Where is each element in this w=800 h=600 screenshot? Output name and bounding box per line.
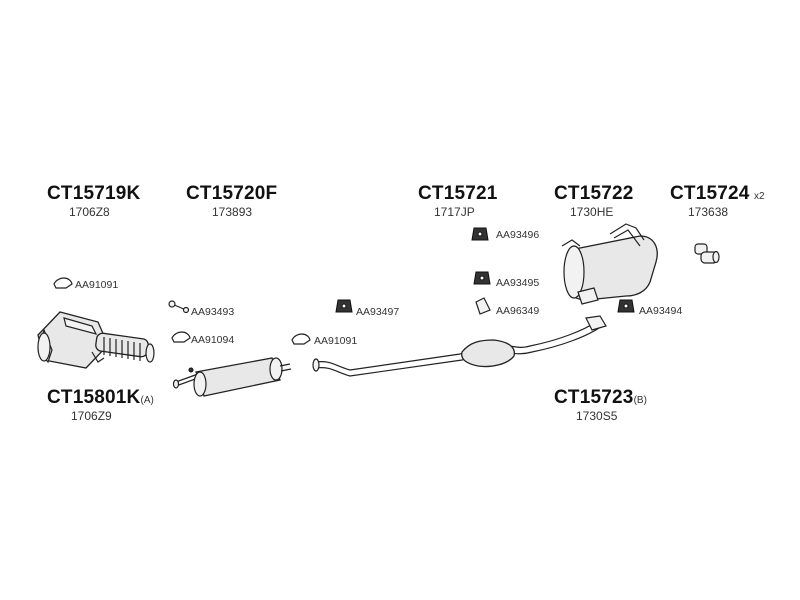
part-ref: 1730S5 xyxy=(576,409,618,423)
hanger-aa93495-drawing[interactable] xyxy=(473,271,491,285)
part-label-ct15721: CT15721 1717JP xyxy=(418,183,498,219)
accessory-label: AA93497 xyxy=(356,306,400,318)
accessory-label: AA91091 xyxy=(314,335,358,347)
part-ref: 1730HE xyxy=(570,205,614,219)
part-ref: 1717JP xyxy=(434,205,475,219)
hanger-aa93494-drawing[interactable] xyxy=(617,299,635,313)
clamp-aa91094-drawing[interactable] xyxy=(171,331,191,343)
part-code: CT15721 xyxy=(418,183,498,204)
accessory-label: AA96349 xyxy=(496,305,540,317)
part-label-ct15724: CT15724 x2 173638 xyxy=(670,183,765,219)
clamp-aa91091-a-drawing[interactable] xyxy=(53,277,73,289)
part-ref: 173893 xyxy=(212,205,253,219)
part-label-ct15723: CT15723(B) 1730S5 xyxy=(554,387,647,423)
variant-suffix: (B) xyxy=(633,395,647,406)
tail-tip-drawing[interactable] xyxy=(694,243,720,264)
part-code: CT15723 xyxy=(554,387,634,408)
variant-suffix: (A) xyxy=(140,395,154,406)
accessory-label: AA93495 xyxy=(496,277,540,289)
hanger-aa93496-drawing[interactable] xyxy=(471,227,489,241)
part-label-ct15719k: CT15719K 1706Z8 xyxy=(47,183,140,219)
part-ref: 1706Z9 xyxy=(71,409,112,423)
accessory-label: AA93494 xyxy=(639,305,683,317)
part-code: CT15801K xyxy=(47,387,141,408)
clamp-aa91091-b-drawing[interactable] xyxy=(291,333,311,345)
part-ref: 1706Z8 xyxy=(69,205,110,219)
bolt-aa93493-drawing[interactable] xyxy=(168,300,190,314)
front-pipe-drawing[interactable] xyxy=(312,315,607,377)
part-label-ct15801k: CT15801K(A) 1706Z9 xyxy=(47,387,154,423)
part-label-ct15722: CT15722 1730HE xyxy=(554,183,634,219)
part-code: CT15719K xyxy=(47,183,141,204)
part-label-ct15720f: CT15720F 173893 xyxy=(186,183,277,219)
accessory-label: AA93496 xyxy=(496,229,540,241)
part-code: CT15722 xyxy=(554,183,634,204)
catalytic-converter-drawing[interactable] xyxy=(37,311,155,369)
hanger-aa93497-drawing[interactable] xyxy=(335,299,353,313)
accessory-label: AA93493 xyxy=(191,306,235,318)
part-ref: 173638 xyxy=(688,205,729,219)
accessory-label: AA91094 xyxy=(191,334,235,346)
middle-muffler-drawing[interactable] xyxy=(172,357,292,397)
rear-muffler-drawing[interactable] xyxy=(561,223,658,305)
gasket-aa96349-drawing[interactable] xyxy=(475,297,491,315)
accessory-label: AA91091 xyxy=(75,279,119,291)
quantity-suffix: x2 xyxy=(754,191,765,202)
part-code: CT15720F xyxy=(186,183,278,204)
part-code: CT15724 xyxy=(670,183,750,204)
